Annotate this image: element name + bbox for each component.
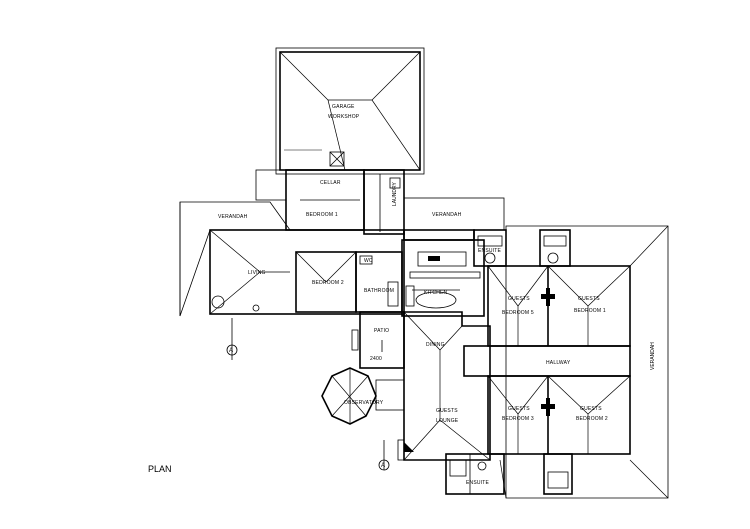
section-tag-top: A — [229, 348, 233, 354]
label-garage: GARAGE — [332, 104, 355, 110]
label-verandah-right: VERANDAH — [650, 342, 656, 370]
ensuite-bottom-pods — [445, 453, 573, 495]
label-wc: WC — [364, 258, 373, 264]
label-observatory: OBSERVATORY — [344, 400, 384, 406]
label-ensuite-bottom: ENSUITE — [466, 480, 490, 486]
label-ensuite-top: ENSUITE — [478, 248, 502, 254]
label-kitchen: KITCHEN — [424, 290, 448, 296]
cellar-bedroom-block — [255, 169, 405, 235]
label-cellar: CELLAR — [320, 180, 341, 186]
label-bathroom: BATHROOM — [364, 288, 394, 294]
label-guests-bedroom1-a: GUESTS — [578, 296, 600, 302]
section-marker-bottom — [378, 440, 390, 471]
label-guests-lounge-a: GUESTS — [436, 408, 458, 414]
label-laundry: LAUNDRY — [392, 182, 398, 206]
section-marker-top — [226, 318, 238, 360]
label-verandah-mid: VERANDAH — [432, 212, 462, 218]
label-guests-bedroom3-a: GUESTS — [508, 406, 530, 412]
label-hallway: HALLWAY — [546, 360, 571, 366]
plan-title: PLAN — [148, 464, 172, 474]
label-guests-bedroom5-b: BEDROOM 5 — [502, 310, 534, 316]
label-guests-bedroom2-a: GUESTS — [580, 406, 602, 412]
label-bedroom2: BEDROOM 2 — [312, 280, 344, 286]
label-dining: DINING — [426, 342, 445, 348]
label-verandah-left: VERANDAH — [218, 214, 248, 220]
label-patio: PATIO — [374, 328, 389, 334]
label-guests-bedroom2-b: BEDROOM 2 — [576, 416, 608, 422]
observatory-block — [321, 367, 405, 425]
label-workshop: WORKSHOP — [328, 114, 360, 120]
label-guests-bedroom1-b: BEDROOM 1 — [574, 308, 606, 314]
label-guests-bedroom5-a: GUESTS — [508, 296, 530, 302]
label-guests-bedroom3-b: BEDROOM 3 — [502, 416, 534, 422]
label-bedroom1-left: BEDROOM 1 — [306, 212, 338, 218]
kitchen-block — [401, 197, 505, 317]
label-patio-dim: 2400 — [370, 356, 382, 362]
label-living: LIVING — [248, 270, 266, 276]
lounge-block — [397, 311, 491, 461]
garage-block — [275, 47, 425, 175]
label-guests-lounge-b: LOUNGE — [436, 418, 459, 424]
section-tag-bottom: A — [381, 463, 385, 469]
